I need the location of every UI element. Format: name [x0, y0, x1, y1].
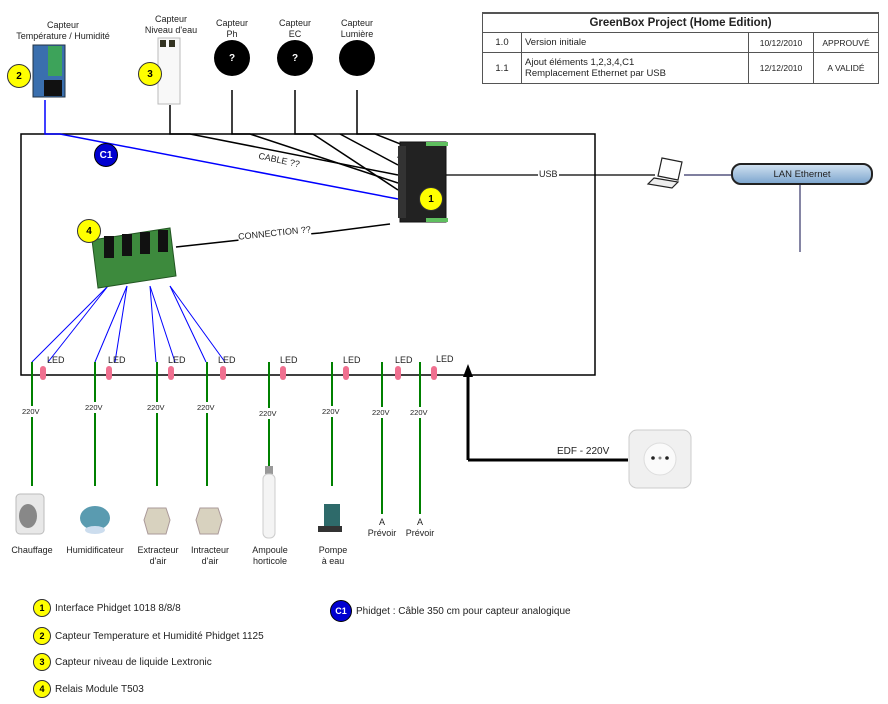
legend-badge-c1: C1: [330, 600, 352, 622]
legend-text: Relais Module T503: [55, 683, 144, 695]
revision-date: 12/12/2010: [748, 52, 814, 84]
led-label: LED: [108, 355, 126, 365]
phidget-interface-board: [398, 141, 448, 223]
power-outlet-icon: [628, 429, 692, 489]
revision-row: 1.0 Version initiale 10/12/2010 APPROUVÉ: [482, 32, 879, 53]
temp-humidity-sensor-board: [32, 44, 66, 98]
legend-item-c1: C1 Phidget : Câble 350 cm pour capteur a…: [330, 600, 571, 622]
device-label-heater: Chauffage: [11, 545, 53, 555]
extractor-fan-icon: [143, 507, 171, 535]
grow-lamp-icon: [262, 466, 276, 539]
led-label: LED: [218, 355, 236, 365]
ec-sensor-icon: ?: [277, 40, 313, 76]
heater-icon: [15, 493, 45, 535]
voltage-label: 220V: [410, 407, 428, 418]
cable-ph: [231, 90, 399, 184]
led-label: LED: [168, 355, 186, 365]
voltage-label: 220V: [85, 402, 103, 413]
legend-item: 2 Capteur Temperature et Humidité Phidge…: [33, 627, 264, 645]
led-label: LED: [343, 355, 361, 365]
led-label: LED: [395, 355, 413, 365]
legend-text: Interface Phidget 1018 8/8/8: [55, 602, 181, 614]
laptop-icon: [646, 157, 683, 189]
badge-4: 4: [77, 219, 101, 243]
lan-ethernet: LAN Ethernet: [731, 163, 873, 185]
voltage-label: 220V: [372, 407, 390, 418]
revision-table: GreenBox Project (Home Edition) 1.0 Vers…: [482, 12, 879, 84]
led-label: LED: [436, 354, 454, 364]
humidifier-icon: [80, 506, 110, 534]
badge-1: 1: [419, 187, 443, 211]
cable-c1: [44, 100, 399, 200]
legend-badge: 4: [33, 680, 51, 698]
legend-badge: 2: [33, 627, 51, 645]
voltage-label: 220V: [147, 402, 165, 413]
device-label-humidifier: Humidificateur: [66, 545, 124, 555]
cable-water-level: [169, 105, 399, 176]
revision-status: A VALIDÉ: [813, 52, 879, 84]
led-label: LED: [280, 355, 298, 365]
edf-label: EDF - 220V: [557, 446, 610, 457]
voltage-label: 220V: [22, 406, 40, 417]
revision-description-line: Ajout éléments 1,2,3,4,C1: [525, 57, 635, 68]
legend-item: 4 Relais Module T503: [33, 680, 144, 698]
intake-fan-icon: [195, 507, 223, 535]
led-label: LED: [47, 355, 65, 365]
legend-text: Capteur Temperature et Humidité Phidget …: [55, 630, 264, 642]
cable-light-2: [339, 133, 399, 166]
water-pump-icon: [318, 504, 342, 532]
cable-light: [356, 90, 404, 159]
cable-ec: [294, 90, 399, 191]
led-indicators: [40, 366, 437, 380]
legend-text: Phidget : Câble 350 cm pour capteur anal…: [356, 605, 571, 617]
legend-item: 3 Capteur niveau de liquide Lextronic: [33, 653, 212, 671]
legend-badge: 3: [33, 653, 51, 671]
legend-item: 1 Interface Phidget 1018 8/8/8: [33, 599, 181, 617]
arrow-up-icon: [463, 364, 473, 377]
relay-module-board: [91, 227, 177, 289]
voltage-label: 220V: [197, 402, 215, 413]
revision-description-line: Remplacement Ethernet par USB: [525, 68, 666, 79]
badge-2: 2: [7, 64, 31, 88]
usb-label: USB: [538, 169, 559, 180]
output-power-lines: [31, 362, 421, 514]
legend-badge: 1: [33, 599, 51, 617]
voltage-label: 220V: [259, 408, 277, 419]
legend-text: Capteur niveau de liquide Lextronic: [55, 656, 212, 668]
ph-sensor-icon: ?: [214, 40, 250, 76]
light-sensor-icon: [339, 40, 375, 76]
revision-version: 1.1: [482, 52, 522, 84]
relay-output-wires: [31, 285, 226, 363]
voltage-label: 220V: [322, 406, 340, 417]
badge-c1: C1: [94, 143, 118, 167]
badge-3: 3: [138, 62, 162, 86]
